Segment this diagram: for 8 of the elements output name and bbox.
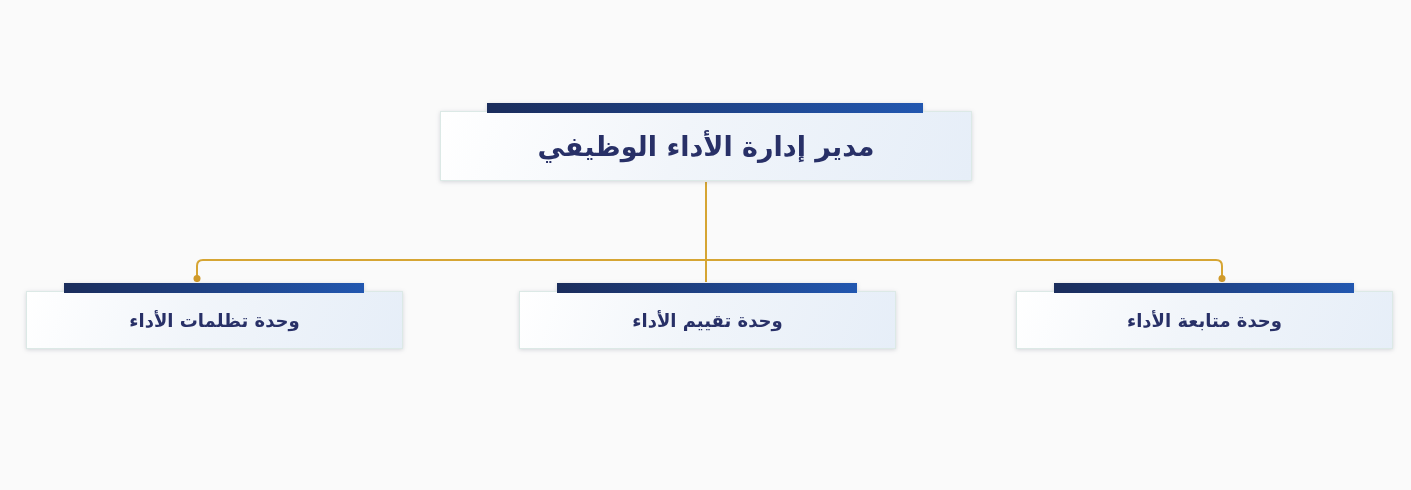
unit-card [1016, 283, 1393, 349]
manager-title: مدير إدارة الأداء الوظيفي [537, 130, 875, 162]
unit-card [519, 283, 896, 349]
unit-title: وحدة تظلمات الأداء [129, 309, 300, 331]
unit-title: وحدة متابعة الأداء [1127, 309, 1282, 331]
unit-card [26, 283, 403, 349]
unit-title: وحدة تقييم الأداء [632, 309, 783, 331]
manager-card [440, 103, 972, 181]
